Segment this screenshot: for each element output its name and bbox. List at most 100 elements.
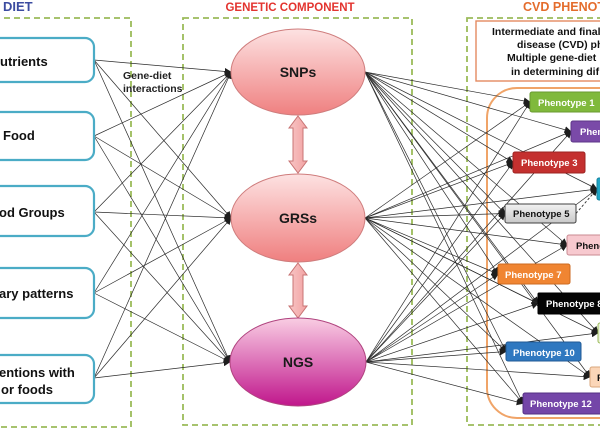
- phenotype-3: Phenotype 3: [512, 151, 586, 174]
- phenotype-label: Phenotype 8: [546, 299, 600, 310]
- cvd-note-line-3: Multiple gene-diet: [507, 52, 597, 64]
- double-arrow-grss-ngs: [288, 262, 308, 319]
- diet-label: Food: [3, 128, 35, 143]
- edge-grss-to-p6: [364, 217, 568, 248]
- edges-layer: [93, 59, 599, 406]
- edge-food-groups-to-snps: [93, 71, 232, 213]
- diet-label: ary patterns: [0, 286, 73, 301]
- phenotype-label: Phenotype 10: [513, 348, 575, 359]
- diet-group-frame: [0, 17, 132, 428]
- edge-ngs-to-p5: [365, 212, 506, 363]
- genetic-node-ngs: NGS: [229, 317, 367, 407]
- edge-snps-to-p10: [364, 71, 507, 353]
- phenotype-2: Phen: [570, 120, 600, 143]
- phenotype-6: Pheno: [566, 234, 600, 256]
- edge-ngs-to-p3: [365, 161, 514, 363]
- edge-ngs-to-p12: [365, 361, 524, 406]
- phenotype-1: Phenotype 1: [529, 91, 600, 113]
- edge-food-to-grss: [93, 135, 232, 219]
- diet-label: od Groups: [0, 205, 65, 220]
- phenotype-box: [537, 292, 600, 315]
- edge-grss-to-p5: [364, 210, 506, 219]
- cvd-note-line-1: Intermediate and final: [492, 26, 600, 38]
- phenotype-label: Phenotype 3: [521, 158, 578, 169]
- edge-snps-to-p7: [364, 71, 499, 275]
- edge-dietary-patterns-to-grss: [93, 217, 232, 294]
- diet-item-dietary-patterns: ary patterns: [0, 266, 96, 320]
- edge-food-groups-to-ngs: [93, 211, 231, 363]
- snps-label: SNPs: [280, 64, 317, 80]
- phenotype-box: [497, 263, 571, 285]
- edge-nutrients-to-ngs: [93, 59, 231, 363]
- ngs-label: NGS: [283, 354, 313, 370]
- phenotype-box: [529, 91, 600, 113]
- phenotype-container: [486, 87, 600, 419]
- edge-nutrients-to-grss: [93, 59, 232, 219]
- edge-food-groups-to-grss: [93, 211, 232, 222]
- edge-snps-to-p9: [364, 71, 599, 334]
- edge-food-to-ngs: [93, 135, 231, 363]
- diet-box: [0, 110, 96, 162]
- edge-interventions-to-grss: [93, 217, 232, 379]
- phenotype-label: P: [597, 373, 600, 384]
- diet-box: [0, 353, 96, 405]
- edge-snps-to-p5: [364, 71, 506, 214]
- phenotype-5: Phenotype 5: [504, 203, 577, 224]
- edge-dietary-patterns-to-snps: [93, 71, 232, 294]
- edge-snps-to-p1: [364, 71, 531, 105]
- genetic-node-snps: SNPs: [230, 28, 366, 116]
- edge-snps-to-p11: [364, 71, 591, 378]
- gene-diet-label-line-2: interactions: [123, 83, 183, 95]
- cvd-group-frame: [466, 17, 600, 426]
- diet-item-food-groups: od Groups: [0, 184, 96, 238]
- edge-grss-to-p10: [364, 217, 507, 352]
- genetic-group-frame: [182, 17, 413, 426]
- edge-grss-to-p7: [364, 217, 499, 275]
- diet-item-nutrients: utrients: [0, 36, 96, 84]
- edge-grss-to-p3: [364, 161, 514, 219]
- diet-box: [0, 266, 96, 320]
- phenotype-8: Phenotype 8: [537, 292, 600, 315]
- cvd-note-line-4: in determining dif: [511, 66, 600, 78]
- phenotype-box: [566, 234, 600, 256]
- edge-food-to-snps: [93, 71, 232, 137]
- diet-box: [0, 36, 96, 84]
- edge-ngs-to-p10: [365, 348, 507, 363]
- phenotype-10: Phenotype 10: [505, 341, 582, 362]
- diet-label: utrients: [0, 54, 48, 69]
- edge-interventions-to-snps: [93, 71, 232, 379]
- edge-ngs-to-p9: [365, 330, 599, 363]
- double-arrow-snps-grss: [288, 115, 308, 174]
- cvd-note-line-2: disease (CVD) ph: [517, 39, 600, 51]
- edge-ngs-to-p8: [365, 302, 539, 363]
- phenotype-label: Phenotype 7: [505, 270, 562, 281]
- edge-snps-to-p3: [364, 71, 514, 163]
- edge-ngs-to-p1: [365, 101, 531, 363]
- edge-ngs-to-p11: [365, 361, 591, 381]
- phenotype-box: [505, 341, 582, 362]
- phenotype-box: [512, 151, 586, 174]
- snps-ellipse: [230, 28, 366, 116]
- phenotype-label: Phenotype 5: [513, 209, 570, 220]
- phenotype-12: Phenotype 12: [522, 392, 600, 415]
- edge-grss-to-p2: [364, 130, 572, 219]
- edge-nutrients-to-snps: [93, 59, 232, 75]
- grss-ellipse: [230, 173, 366, 263]
- diet-item-food: Food: [0, 110, 96, 162]
- edge-grss-to-p12: [364, 217, 524, 405]
- phenotype-7: Phenotype 7: [497, 263, 571, 285]
- grss-label: GRSs: [279, 210, 317, 226]
- diet-label: entions with: [0, 365, 75, 380]
- diet-item-interventions: entions with or foods: [0, 353, 96, 405]
- phenotype-box: [596, 177, 600, 201]
- genetic-header: GENETIC COMPONENT: [225, 2, 354, 14]
- cvd-header: CVD PHENOT: [523, 0, 600, 14]
- edge-grss-to-p1: [364, 101, 531, 219]
- genetic-node-grss: GRSs: [230, 173, 366, 263]
- diet-box: [0, 184, 96, 238]
- phenotype-label: Phen: [580, 127, 600, 138]
- edge-dietary-patterns-to-ngs: [93, 292, 231, 363]
- phenotype-label: Phenotype 12: [530, 399, 592, 410]
- edge-ngs-to-p7: [365, 273, 499, 363]
